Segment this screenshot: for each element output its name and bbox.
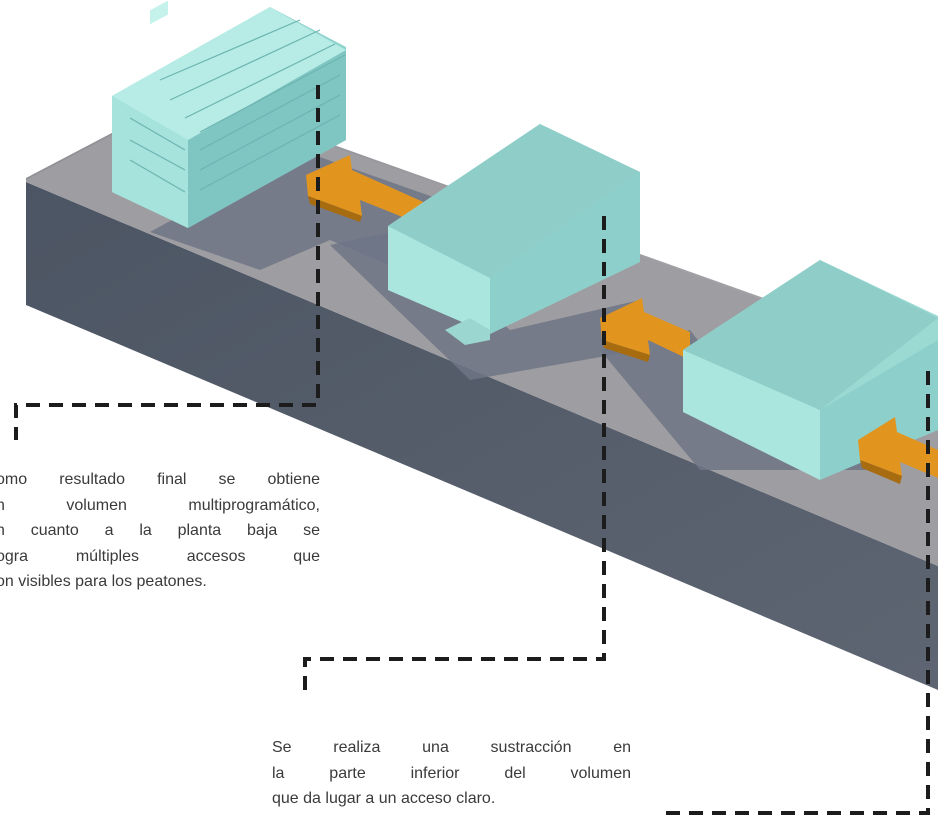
existing-building bbox=[112, 0, 346, 228]
caption-final-result-line: n cuanto a la planta baja se bbox=[0, 522, 320, 539]
caption-final-result: omo resultado final se obtiene n volumen… bbox=[0, 467, 320, 595]
caption-subtraction: Se realiza una sustracción en la parte i… bbox=[272, 735, 631, 812]
caption-subtraction-line: que da lugar a un acceso claro. bbox=[272, 790, 496, 807]
leader-line-final-result bbox=[14, 85, 320, 440]
volume-block-2 bbox=[683, 260, 938, 480]
caption-final-result-line: on visibles para los peatones. bbox=[0, 573, 207, 590]
access-arrow-2 bbox=[600, 298, 690, 362]
access-arrow-3 bbox=[858, 417, 938, 484]
caption-final-result-line: n volumen multiprogramático, bbox=[0, 496, 320, 514]
caption-final-result-line: omo resultado final se obtiene bbox=[0, 471, 320, 488]
leader-line-access bbox=[660, 371, 930, 815]
caption-subtraction-line: Se realiza una sustracción en bbox=[272, 739, 631, 756]
leader-lines bbox=[14, 85, 930, 815]
platform-front-face bbox=[26, 182, 938, 690]
caption-final-result-line: ogra múltiples accesos que bbox=[0, 547, 320, 565]
volume-block-1 bbox=[388, 124, 640, 345]
leader-line-subtraction bbox=[303, 216, 606, 695]
access-arrow-1 bbox=[306, 155, 430, 228]
caption-subtraction-line: la parte inferior del volumen bbox=[272, 764, 631, 782]
